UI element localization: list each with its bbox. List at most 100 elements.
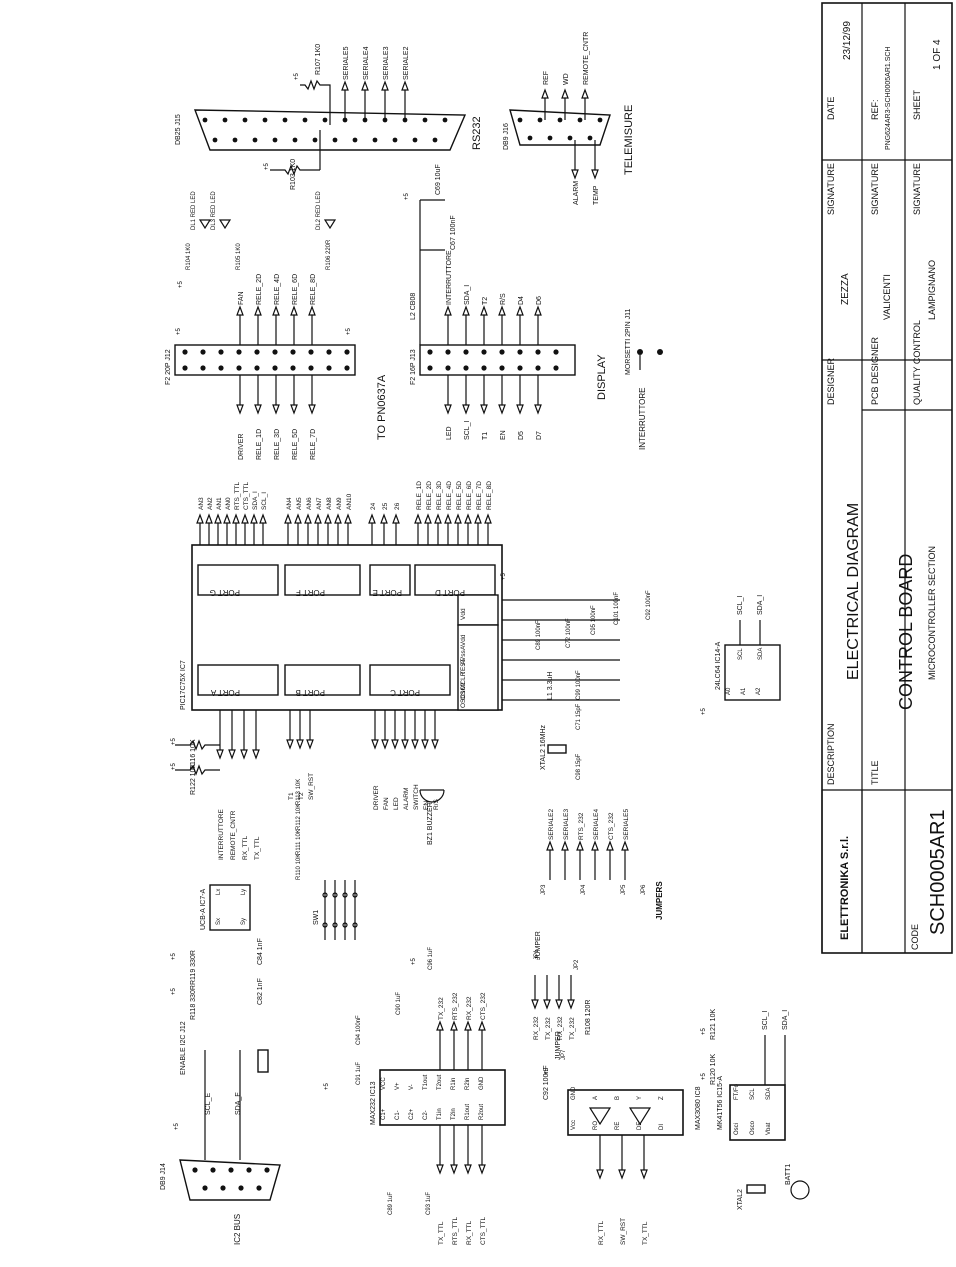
port-c-label: PORT C [390, 688, 420, 697]
signal-rele_2d: RELE_2D [426, 481, 433, 510]
j12-label: TO PN0637A [376, 374, 388, 440]
signal-26: 26 [394, 502, 401, 510]
pin-dot [517, 349, 523, 355]
eeprom-sda: SDA_I [757, 595, 764, 615]
j15-res2: R103 1K0 [290, 159, 297, 190]
max232-pin-c2m: C2- [423, 1110, 429, 1120]
signal-rele_7d: RELE_7D [310, 429, 317, 460]
pin-dot [218, 365, 224, 371]
rtc-pin-sda: SDA [766, 1088, 772, 1100]
max232-pin-t1out: T1out [423, 1074, 429, 1090]
power-label: +5 [346, 327, 352, 335]
eeprom-pin-scl: SCL [738, 648, 744, 660]
uc-pin-ly: Ly [241, 889, 247, 895]
signal-t2: T2 [482, 297, 489, 305]
signal-rele_4d: RELE_4D [274, 274, 281, 305]
signal-led: LED [393, 797, 400, 810]
signal-t1: T1 [288, 792, 295, 800]
signal-driver: DRIVER [373, 785, 380, 810]
power-label: +5 [411, 957, 417, 965]
signal-rts_232: RTS_232 [578, 812, 585, 840]
pin-dot [322, 117, 328, 123]
pin-dot [264, 1167, 270, 1173]
power-pin-osc1: OSC1 [460, 690, 467, 708]
pin-dot [412, 137, 418, 143]
pin-dot [537, 117, 543, 123]
signal-switch: SWITCH [413, 784, 420, 810]
power-label: +5 [294, 72, 300, 80]
j14-label: IC2 BUS [233, 1214, 242, 1245]
jumper-res: R108 120R [585, 1000, 592, 1035]
j15-label: RS232 [471, 116, 483, 150]
connector-j11: MORSETTI 2PIN J11 INTERRUTTORE [625, 309, 663, 450]
signal-tx_232: TX_232 [438, 997, 445, 1020]
j12-name: F2 20P J12 [165, 349, 172, 385]
capacitor-label: C71 15pF [576, 703, 582, 730]
power-label: +5 [171, 952, 177, 960]
capacitor-label: C93 1uF [426, 1192, 432, 1215]
date-label: DATE [826, 97, 836, 120]
led-label: DL2 RED LED [316, 191, 322, 230]
pin-dot [445, 349, 451, 355]
rtc-sda: SDA_I [782, 1010, 789, 1030]
signal-alarm: ALARM [403, 788, 410, 810]
signal-cts_232: CTS_232 [608, 812, 615, 840]
signal-rele_5d: RELE_5D [292, 429, 299, 460]
max232-pin-r1in: R1in [451, 1078, 457, 1090]
pin-dot [212, 137, 218, 143]
code-label: CODE [910, 924, 920, 950]
max232-pin-vm: V- [409, 1084, 415, 1090]
signal-an10: AN10 [346, 493, 353, 510]
max3080-cap: C92 100nF [543, 1065, 550, 1100]
signal-remote_cntr: REMOTE_CNTR [230, 810, 237, 860]
signal-sda_i: SDA_I [252, 491, 259, 510]
pcb-designer-name: VALICENTI [882, 274, 892, 320]
signal-an3: AN3 [198, 497, 205, 510]
pin-dot [202, 117, 208, 123]
power-label: +5 [701, 1072, 707, 1080]
uc-pin-sx: Sx [216, 918, 222, 925]
signal-rele_1d: RELE_1D [416, 481, 423, 510]
signal-rx_232: RX_232 [466, 996, 473, 1020]
power-label: +5 [501, 572, 507, 580]
uc-cap2: C82 1nF [257, 978, 264, 1005]
sheet-label: SHEET [912, 89, 922, 120]
switch-node [352, 922, 358, 928]
signal-d5: D5 [518, 431, 525, 440]
signal-temp: TEMP [593, 185, 600, 205]
j15-name: DB25 J15 [175, 114, 182, 145]
rtc-name: MK41T56 IC15-A [717, 1076, 724, 1130]
signal-an6: AN6 [306, 497, 313, 510]
pin-dot [597, 117, 603, 123]
pin-dot [210, 1167, 216, 1173]
power-label: +5 [544, 1067, 550, 1075]
signal-seriale3: SERIALE3 [383, 46, 390, 80]
signal-rele_2d: RELE_2D [256, 274, 263, 305]
pin-dot [290, 349, 296, 355]
connector-j14: DB9 J14 IC2 BUS [160, 1159, 281, 1245]
j11-label: INTERRUTTORE [638, 387, 647, 450]
ref-label: REF: [870, 99, 880, 120]
signal-an7: AN7 [316, 497, 323, 510]
quality-label: QUALITY CONTROL [912, 320, 922, 405]
signal-rx_232: RX_232 [533, 1016, 540, 1040]
pin-dot [517, 365, 523, 371]
resistor-label: R105 1K0 [236, 243, 242, 270]
led-symbol [218, 219, 232, 230]
max232-pin-c1p: C1+ [381, 1108, 387, 1120]
pin-dot [577, 117, 583, 123]
signature-label-1: SIGNATURE [826, 163, 836, 215]
capacitor-label: C92 100nF [646, 590, 652, 620]
max232-name: MAX232 IC13 [370, 1081, 377, 1125]
signal-sda_i: SDA_I [464, 285, 471, 305]
uc-pin-sy: Sy [241, 918, 247, 925]
signal-rx_ttl: RX_TTL [242, 835, 249, 860]
pin-dot [553, 365, 559, 371]
rtc-pin-vbat: Vbat [766, 1122, 772, 1135]
signal-rele_7d: RELE_7D [476, 481, 483, 510]
pin-dot [332, 137, 338, 143]
capacitor-label: C89 1uF [388, 1192, 394, 1215]
pin-dot [427, 349, 433, 355]
pin-dot [344, 349, 350, 355]
